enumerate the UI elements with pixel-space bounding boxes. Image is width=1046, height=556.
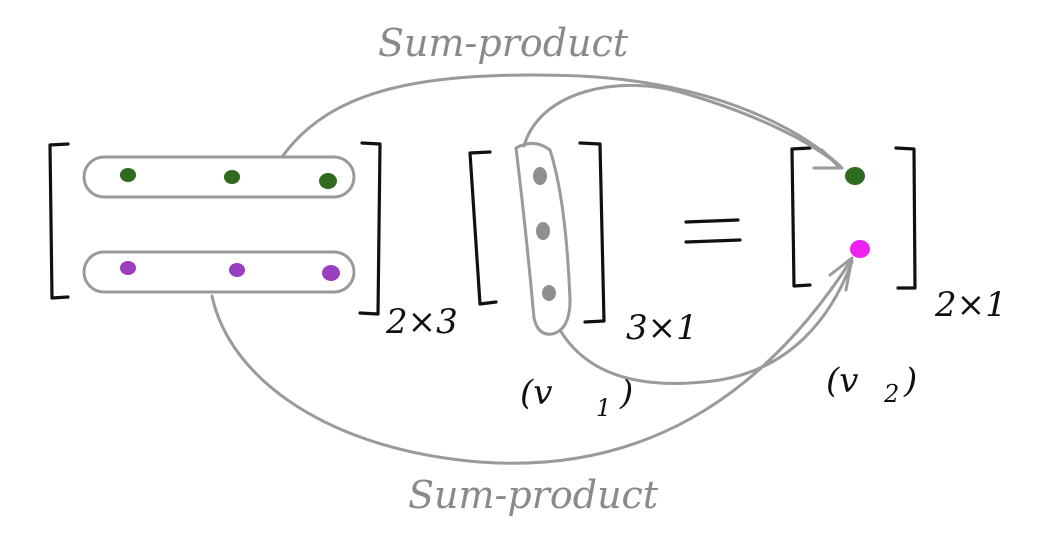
v2-label-subscript: 2: [883, 380, 899, 408]
v1-label: (v 1 ): [520, 373, 633, 422]
matrix-a-row2-dot-2: [229, 263, 245, 277]
v2-label-text: (v: [826, 361, 858, 401]
vector-left-bracket: [468, 150, 498, 306]
matrix-a-row1-outline: [82, 155, 356, 199]
matrix-a: [48, 141, 382, 316]
matrix-a-left-bracket: [48, 142, 70, 300]
matrix-a-row2-outline: [82, 250, 356, 294]
top-arc-vector-to-result: [522, 83, 844, 170]
matrix-a-row1-dot-1: [120, 168, 136, 182]
equals-sign: [684, 218, 742, 244]
v2-label: (v 2 ): [826, 361, 917, 408]
v2-label-close: ): [903, 361, 917, 401]
matrix-a-row2-dot-3: [322, 265, 340, 281]
top-arrowhead: [812, 148, 842, 170]
vector-dot-2: [536, 222, 550, 240]
bottom-arc-vector-to-result: [558, 260, 854, 385]
result-dot-top: [845, 167, 865, 185]
result-left-bracket: [790, 146, 812, 288]
result-dot-bottom: [850, 240, 870, 258]
equals-bottom-bar: [684, 238, 742, 244]
matrix-a-row1-dot-3: [319, 173, 337, 189]
vector-column-outline: [514, 142, 572, 336]
vector-dot-3: [542, 285, 556, 301]
vector-right-bracket: [578, 141, 606, 324]
matrix-a-right-bracket: [358, 141, 382, 316]
v1-label-text: (v: [520, 373, 552, 413]
v1-label-subscript: 1: [596, 394, 611, 422]
matrix-a-row2-dot-1: [120, 261, 136, 275]
top-arc-row1-to-result: [280, 73, 842, 168]
result-vector-v2: [790, 146, 917, 290]
vector-v1: [468, 141, 606, 336]
vector-dot-1: [533, 167, 547, 185]
matrix-a-row1-dot-2: [224, 170, 240, 184]
top-sum-product-label: Sum-product: [378, 21, 629, 65]
vector-dimension-label: 3×1: [626, 308, 698, 348]
equals-top-bar: [684, 218, 740, 224]
v1-label-close: ): [619, 373, 633, 413]
matrix-a-dimension-label: 2×3: [385, 302, 458, 342]
bottom-sum-product-label: Sum-product: [408, 473, 659, 517]
result-right-bracket: [894, 146, 917, 290]
bottom-arrowhead: [828, 256, 854, 292]
result-dimension-label: 2×1: [934, 285, 1007, 325]
